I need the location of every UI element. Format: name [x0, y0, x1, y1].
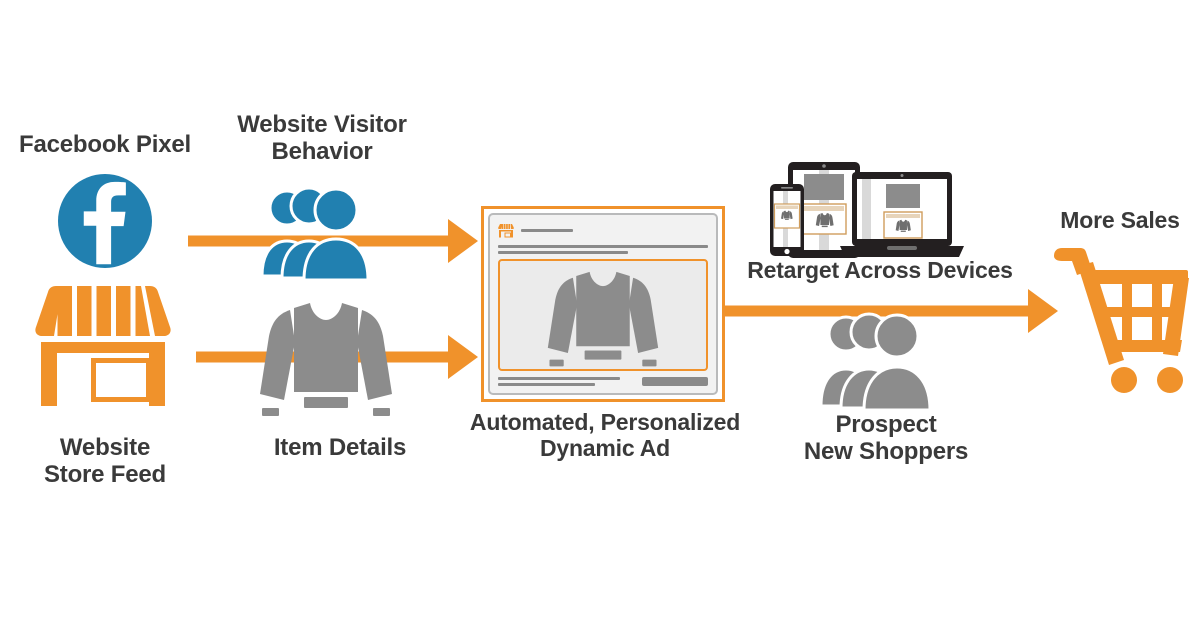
smartphone-icon: [770, 184, 804, 256]
label-item-details: Item Details: [273, 434, 407, 461]
ad-copy-line-4: [498, 383, 595, 386]
ad-product-image-frame: [498, 259, 708, 371]
label-website-visitor-behavior: Website Visitor Behavior: [237, 111, 407, 165]
dynamic-ad-preview[interactable]: [481, 206, 725, 402]
label-more-sales: More Sales: [1060, 207, 1180, 233]
arrow-shaft: [722, 305, 1028, 317]
ad-copy-line-1: [498, 245, 708, 248]
arrow-pixel-to-ad: [188, 218, 478, 264]
arrow-ad-to-sales: [722, 288, 1058, 334]
label-website-store-feed: Website Store Feed: [43, 434, 167, 488]
devices-cluster: [770, 162, 964, 258]
people-group-icon: [262, 186, 370, 282]
facebook-f-logo-icon: [58, 174, 152, 268]
label-prospect-new-shoppers: Prospect New Shoppers: [803, 411, 969, 465]
ad-brand-row: [498, 222, 708, 239]
laptop-icon: [840, 172, 964, 257]
arrow-shaft: [188, 235, 450, 247]
sweater-garment-icon: [547, 271, 659, 367]
ad-brand-name-placeholder: [521, 229, 573, 232]
arrow-head: [1028, 289, 1058, 333]
label-facebook-pixel: Facebook Pixel: [19, 131, 191, 158]
arrow-head: [448, 219, 478, 263]
people-group-icon: [820, 312, 932, 412]
ad-copy-line-3: [498, 377, 620, 380]
ad-card: [488, 213, 718, 395]
shopping-cart-icon: [1054, 248, 1189, 393]
label-retarget-across-devices: Retarget Across Devices: [747, 257, 1013, 283]
storefront-small-icon: [498, 224, 514, 238]
ad-cta-button[interactable]: [642, 377, 708, 386]
label-dynamic-ad: Automated, Personalized Dynamic Ad: [469, 409, 741, 461]
storefront-icon: [35, 286, 171, 406]
ad-copy-line-2: [498, 251, 629, 254]
sweater-garment-icon: [260, 303, 392, 416]
arrow-head: [448, 335, 478, 379]
